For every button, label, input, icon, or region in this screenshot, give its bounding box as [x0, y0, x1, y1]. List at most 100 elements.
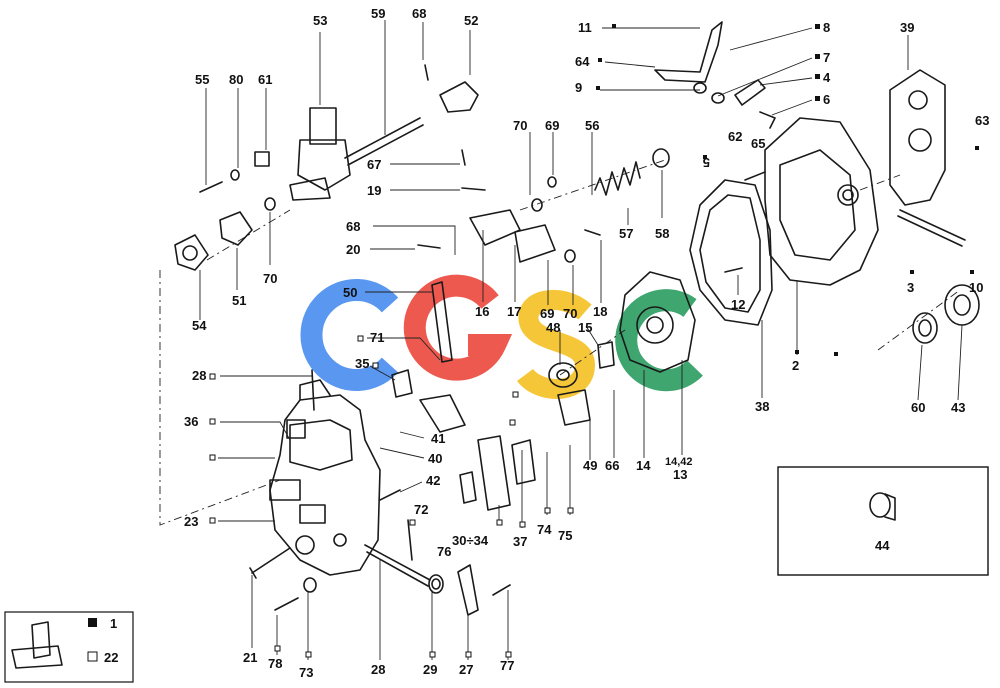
label-6: 6 [823, 92, 830, 107]
label-14-42: 14,42 [665, 456, 693, 468]
axis-line-mid [519, 159, 666, 211]
label-76: 76 [437, 544, 451, 559]
label-62: 62 [728, 129, 742, 144]
label-29: 29 [423, 662, 437, 677]
label-66: 66 [605, 458, 619, 473]
label-73: 73 [299, 665, 313, 680]
label-77: 77 [500, 658, 514, 673]
legend-box [4, 611, 134, 683]
label-2: 2 [792, 358, 799, 373]
plate-51 [219, 211, 253, 246]
watermark-c-blue [300, 279, 399, 391]
bolt-21 [249, 547, 291, 579]
label-41: 41 [431, 431, 445, 446]
label-56: 56 [585, 118, 599, 133]
callout-labels: 53 59 68 52 11 64 9 8 7 4 6 39 63 55 80 … [104, 6, 989, 680]
bolt-77 [492, 584, 511, 596]
label-59: 59 [371, 6, 385, 21]
governor-14 [619, 271, 696, 373]
sleeve-48 [548, 362, 578, 388]
label-69b: 69 [540, 306, 554, 321]
label-20: 20 [346, 242, 360, 257]
label-38: 38 [755, 399, 769, 414]
watermark-s-yellow [517, 289, 596, 399]
spring-57 [594, 161, 641, 196]
label-70b: 70 [263, 271, 277, 286]
nut-70c [564, 249, 576, 263]
legend-marker-filled [88, 618, 97, 627]
label-35: 35 [355, 356, 369, 371]
label-60: 60 [911, 400, 925, 415]
label-44: 44 [875, 538, 890, 553]
label-55: 55 [195, 72, 209, 87]
axis-line-gov [559, 329, 626, 376]
part-29 [431, 578, 441, 590]
plate-72 [459, 471, 477, 504]
screw-12 [724, 267, 743, 273]
label-61: 61 [258, 72, 272, 87]
label-68b: 68 [346, 219, 360, 234]
label-4: 4 [823, 70, 831, 85]
axis-line-left [159, 270, 281, 526]
pump-body-53 [289, 107, 351, 201]
cgsc-watermark [300, 274, 703, 399]
plug-18 [584, 229, 601, 236]
label-8: 8 [823, 20, 830, 35]
rod-3 [897, 209, 966, 247]
cover-54 [174, 234, 209, 271]
label-64: 64 [575, 54, 590, 69]
label-21: 21 [243, 650, 257, 665]
shaft-28 [364, 544, 444, 594]
bolt-42 [379, 489, 401, 501]
washer-9 [693, 82, 707, 94]
nut-70 [264, 197, 276, 211]
bracket-16 [469, 209, 521, 246]
lever-27 [457, 564, 479, 616]
nut-70b [531, 198, 543, 212]
label-63: 63 [975, 113, 989, 128]
label-50: 50 [343, 285, 357, 300]
label-70c: 70 [563, 306, 577, 321]
label-57: 57 [619, 226, 633, 241]
label-52: 52 [464, 13, 478, 28]
stud-76 [407, 519, 413, 561]
label-18: 18 [593, 304, 607, 319]
lever-4 [734, 79, 766, 106]
inset-box-44 [777, 466, 989, 576]
lever-40 [419, 394, 466, 433]
label-9: 9 [575, 80, 582, 95]
label-11: 11 [578, 20, 592, 35]
housing-23 [269, 379, 381, 576]
label-49: 49 [583, 458, 597, 473]
label-65: 65 [751, 136, 765, 151]
label-53: 53 [313, 13, 327, 28]
sleeve-61 [254, 151, 270, 167]
legend-marker-hollow [87, 651, 98, 662]
label-5: 5 [703, 155, 710, 170]
label-69a: 69 [545, 118, 559, 133]
watermark-g-red [403, 274, 513, 381]
bolt-20 [417, 244, 441, 249]
label-19: 19 [367, 183, 381, 198]
marker-squares [209, 24, 979, 658]
gasket-38 [689, 179, 773, 326]
label-37: 37 [513, 534, 527, 549]
label-15: 15 [578, 320, 592, 335]
label-36: 36 [184, 414, 198, 429]
block-52 [439, 81, 479, 113]
label-17: 17 [507, 304, 521, 319]
plate-37 [511, 439, 536, 485]
plate-35 [391, 369, 413, 398]
rod-59 [344, 117, 424, 166]
case-2 [764, 117, 879, 286]
label-78: 78 [268, 656, 282, 671]
nut-73 [303, 577, 317, 593]
stud-28a [311, 369, 315, 411]
label-68a: 68 [412, 6, 426, 21]
cap-58 [652, 148, 670, 168]
label-12: 12 [731, 297, 745, 312]
axis-line-right [859, 174, 901, 191]
watermark-c-green [615, 289, 703, 392]
ring-80 [230, 169, 240, 181]
